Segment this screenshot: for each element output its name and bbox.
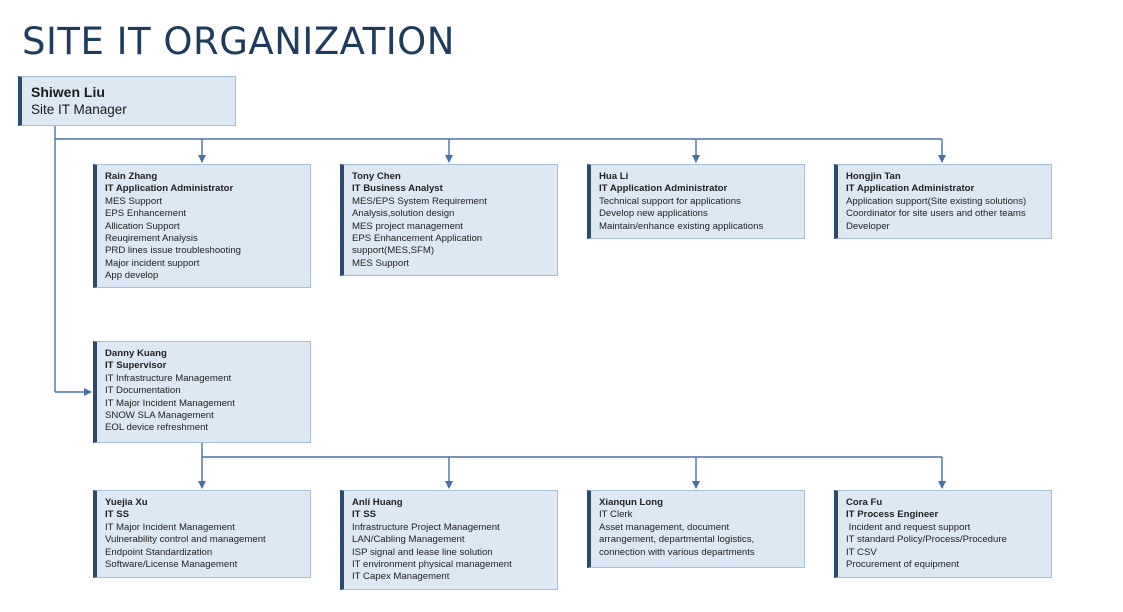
node-manager: Shiwen Liu Site IT Manager xyxy=(18,76,236,126)
node-duty: Coordinator for site users and other tea… xyxy=(846,208,1026,220)
node-anli-huang: Anli Huang IT SS Infrastructure Project … xyxy=(340,490,558,590)
node-name: Yuejia Xu xyxy=(105,497,148,508)
page-title: SITE IT ORGANIZATION xyxy=(22,20,455,63)
node-duty: arrangement, departmental logistics, xyxy=(599,534,755,546)
node-duty: Analysis,solution design xyxy=(352,208,455,220)
node-role: IT SS xyxy=(105,509,129,521)
node-role: IT Clerk xyxy=(599,509,633,521)
node-duty: EPS Enhancement xyxy=(105,208,187,220)
node-duty: MES Support xyxy=(105,195,163,207)
node-duty: IT CSV xyxy=(846,546,877,558)
node-name: Hongjin Tan xyxy=(846,171,901,182)
node-duty: MES project management xyxy=(352,220,463,232)
node-duty: Software/License Management xyxy=(105,559,238,571)
node-duty: IT Major Incident Management xyxy=(105,521,235,533)
node-duty: Endpoint Standardization xyxy=(105,546,213,558)
node-role: IT Process Engineer xyxy=(846,509,939,521)
node-duty: SNOW SLA Management xyxy=(105,410,214,422)
node-duty: IT Capex Management xyxy=(352,571,450,583)
node-role: IT Supervisor xyxy=(105,360,167,372)
node-duty: Technical support for applications xyxy=(599,195,741,207)
node-duty: Procurement of equipment xyxy=(846,559,960,571)
node-duty: Reuqirement Analysis xyxy=(105,233,198,245)
node-cora-fu: Cora Fu IT Process Engineer Incident and… xyxy=(834,490,1052,578)
node-duty: Vulnerability control and management xyxy=(105,534,266,546)
node-role: IT Application Administrator xyxy=(599,183,728,195)
node-duty: Major incident support xyxy=(105,257,200,269)
node-role: IT Application Administrator xyxy=(846,183,975,195)
node-duty: IT Documentation xyxy=(105,385,181,397)
node-tony-chen: Tony Chen IT Business Analyst MES/EPS Sy… xyxy=(340,164,558,276)
node-duty: ISP signal and lease line solution xyxy=(352,546,493,558)
node-name: Rain Zhang xyxy=(105,171,158,182)
node-duty: Developer xyxy=(846,220,890,232)
node-hua-li: Hua Li IT Application Administrator Tech… xyxy=(587,164,805,239)
node-name: Danny Kuang xyxy=(105,348,167,359)
node-name: Hua Li xyxy=(599,171,629,182)
node-role: IT Application Administrator xyxy=(105,183,234,195)
node-rain-zhang: Rain Zhang IT Application Administrator … xyxy=(93,164,311,288)
node-xianqun-long: Xianqun Long IT Clerk Asset management, … xyxy=(587,490,805,568)
node-duty: LAN/Cabling Management xyxy=(352,534,465,546)
node-duty: Develop new applications xyxy=(599,208,708,220)
node-duty: App develop xyxy=(105,270,159,282)
node-duty: support(MES,SFM) xyxy=(352,245,435,257)
node-duty: IT environment physical management xyxy=(352,559,512,571)
node-duty: IT Infrastructure Management xyxy=(105,372,232,384)
node-role: IT Business Analyst xyxy=(352,183,443,195)
node-duty: MES/EPS System Requirement xyxy=(352,195,487,207)
node-duty: Infrastructure Project Management xyxy=(352,521,500,533)
node-name: Shiwen Liu xyxy=(31,84,105,100)
node-duty: IT Major Incident Management xyxy=(105,397,235,409)
node-name: Tony Chen xyxy=(352,171,401,182)
node-duty: EPS Enhancement Application xyxy=(352,233,483,245)
node-name: Anli Huang xyxy=(352,497,403,508)
node-role: IT SS xyxy=(352,509,376,521)
node-duty: IT standard Policy/Process/Procedure xyxy=(846,534,1007,546)
node-yuejia-xu: Yuejia Xu IT SS IT Major Incident Manage… xyxy=(93,490,311,578)
node-duty: connection with various departments xyxy=(599,546,755,558)
node-hongjin-tan: Hongjin Tan IT Application Administrator… xyxy=(834,164,1052,239)
node-name: Cora Fu xyxy=(846,497,883,508)
node-role: Site IT Manager xyxy=(31,102,127,117)
node-name: Xianqun Long xyxy=(599,497,663,508)
node-duty: Allication Support xyxy=(105,220,180,232)
node-duty: Asset management, document xyxy=(599,521,730,533)
node-duty: MES Support xyxy=(352,257,410,269)
node-danny-kuang: Danny Kuang IT Supervisor IT Infrastruct… xyxy=(93,341,311,443)
node-duty: Maintain/enhance existing applications xyxy=(599,220,764,232)
node-duty: EOL device refreshment xyxy=(105,422,209,434)
node-duty: Application support(Site existing soluti… xyxy=(846,195,1027,207)
node-duty: PRD lines issue troubleshooting xyxy=(105,245,241,257)
node-duty: Incident and request support xyxy=(846,521,971,533)
